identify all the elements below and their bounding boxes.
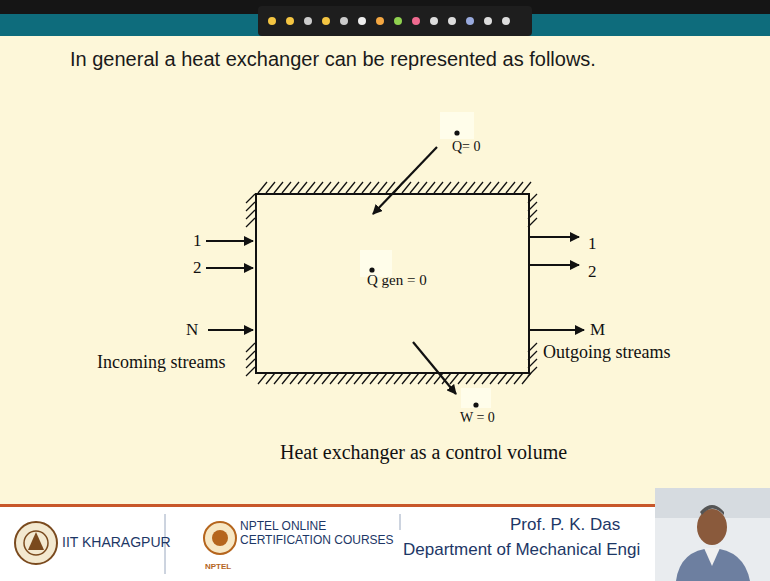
flow-arrows — [206, 147, 584, 394]
course-name: NPTEL ONLINE CERTIFICATION COURSES — [240, 520, 398, 548]
stream-number: 1 — [588, 234, 597, 254]
stream-number: 2 — [193, 258, 202, 278]
incoming-label: Incoming streams — [97, 352, 225, 373]
heat-rate-label: Q= 0 — [452, 139, 481, 155]
footer-rule — [0, 504, 770, 507]
outgoing-label: Outgoing streams — [543, 342, 671, 363]
presenter-video — [655, 488, 770, 581]
dot-accent — [369, 267, 374, 272]
stream-number: N — [186, 320, 198, 340]
wall-hatching — [246, 182, 537, 384]
figure-caption: Heat exchanger as a control volume — [280, 441, 567, 464]
dot-accent — [454, 130, 459, 135]
work-rate-label: W = 0 — [460, 410, 495, 426]
iit-logo — [15, 522, 57, 564]
professor-name: Prof. P. K. Das — [510, 515, 620, 535]
control-volume-box: Q gen = 0 — [255, 193, 530, 374]
stream-number: M — [590, 320, 605, 340]
dot-accent — [473, 402, 478, 407]
slide-title: In general a heat exchanger can be repre… — [70, 48, 596, 71]
toolbar-icons — [268, 17, 510, 25]
highlight-patch — [440, 112, 474, 139]
footer-divider — [400, 514, 401, 530]
box-label: Q gen = 0 — [367, 272, 427, 289]
institute-name: IIT KHARAGPUR — [62, 534, 171, 550]
toolbar — [258, 6, 532, 36]
logo-text: NPTEL — [205, 562, 231, 571]
nptel-logo — [204, 522, 236, 554]
highlight-patch — [461, 388, 491, 408]
department-name: Department of Mechanical Engi — [403, 540, 640, 560]
footer-ground — [0, 507, 770, 581]
stream-number: 1 — [193, 231, 202, 251]
stream-number: 2 — [588, 262, 597, 282]
